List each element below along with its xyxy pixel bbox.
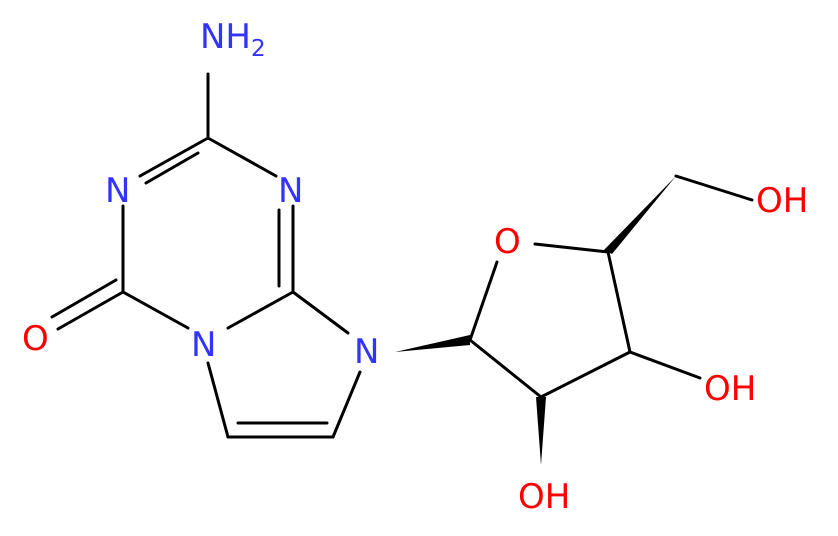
ribose-ring: [395, 174, 754, 465]
atom-o-furanose: O: [494, 222, 521, 262]
atom-nh2: NH2: [200, 17, 266, 62]
atom-n3: N: [105, 171, 130, 211]
atom-nh2-main: NH: [200, 17, 251, 57]
atom-oh-bottom: OH: [518, 477, 570, 517]
bond-c3-c4: [606, 250, 632, 354]
bond-c1-c2: [468, 338, 543, 399]
atom-n8: N: [354, 332, 379, 372]
bond-n5-c6: [206, 361, 230, 439]
imidazole-ring: [206, 361, 362, 439]
bond-o4-c4: [533, 242, 610, 254]
atom-o-carbonyl: O: [22, 319, 49, 359]
hash-bond-c4-c5: [604, 176, 676, 254]
bond-c4-o-inner: [50, 278, 118, 319]
bond-c7-n8: [331, 370, 362, 439]
bond-c4-o: [56, 290, 125, 331]
bond-c1-o4: [468, 260, 499, 342]
hash-bond-n8-c1: [395, 335, 470, 352]
atom-oh-mid: OH: [704, 369, 756, 409]
bond-c3-oh: [628, 350, 702, 380]
atom-nh2-sub: 2: [251, 36, 266, 62]
bond-c2-n3: [138, 136, 210, 178]
bond-c5-oh: [674, 174, 754, 202]
bond-c2-n1: [206, 136, 278, 178]
bond-c8a-n5: [226, 290, 295, 330]
triazine-ring: [50, 72, 350, 335]
bond-c2-c3: [539, 350, 632, 399]
atom-oh-top: OH: [756, 181, 808, 221]
atom-n1: N: [278, 171, 303, 211]
atom-n5: N: [191, 325, 216, 365]
bond-c4-n5: [121, 290, 190, 330]
hash-bond-c2-oh: [536, 397, 546, 465]
bond-c8a-n8: [291, 290, 350, 335]
bond-c2-n3-inner: [144, 151, 200, 185]
